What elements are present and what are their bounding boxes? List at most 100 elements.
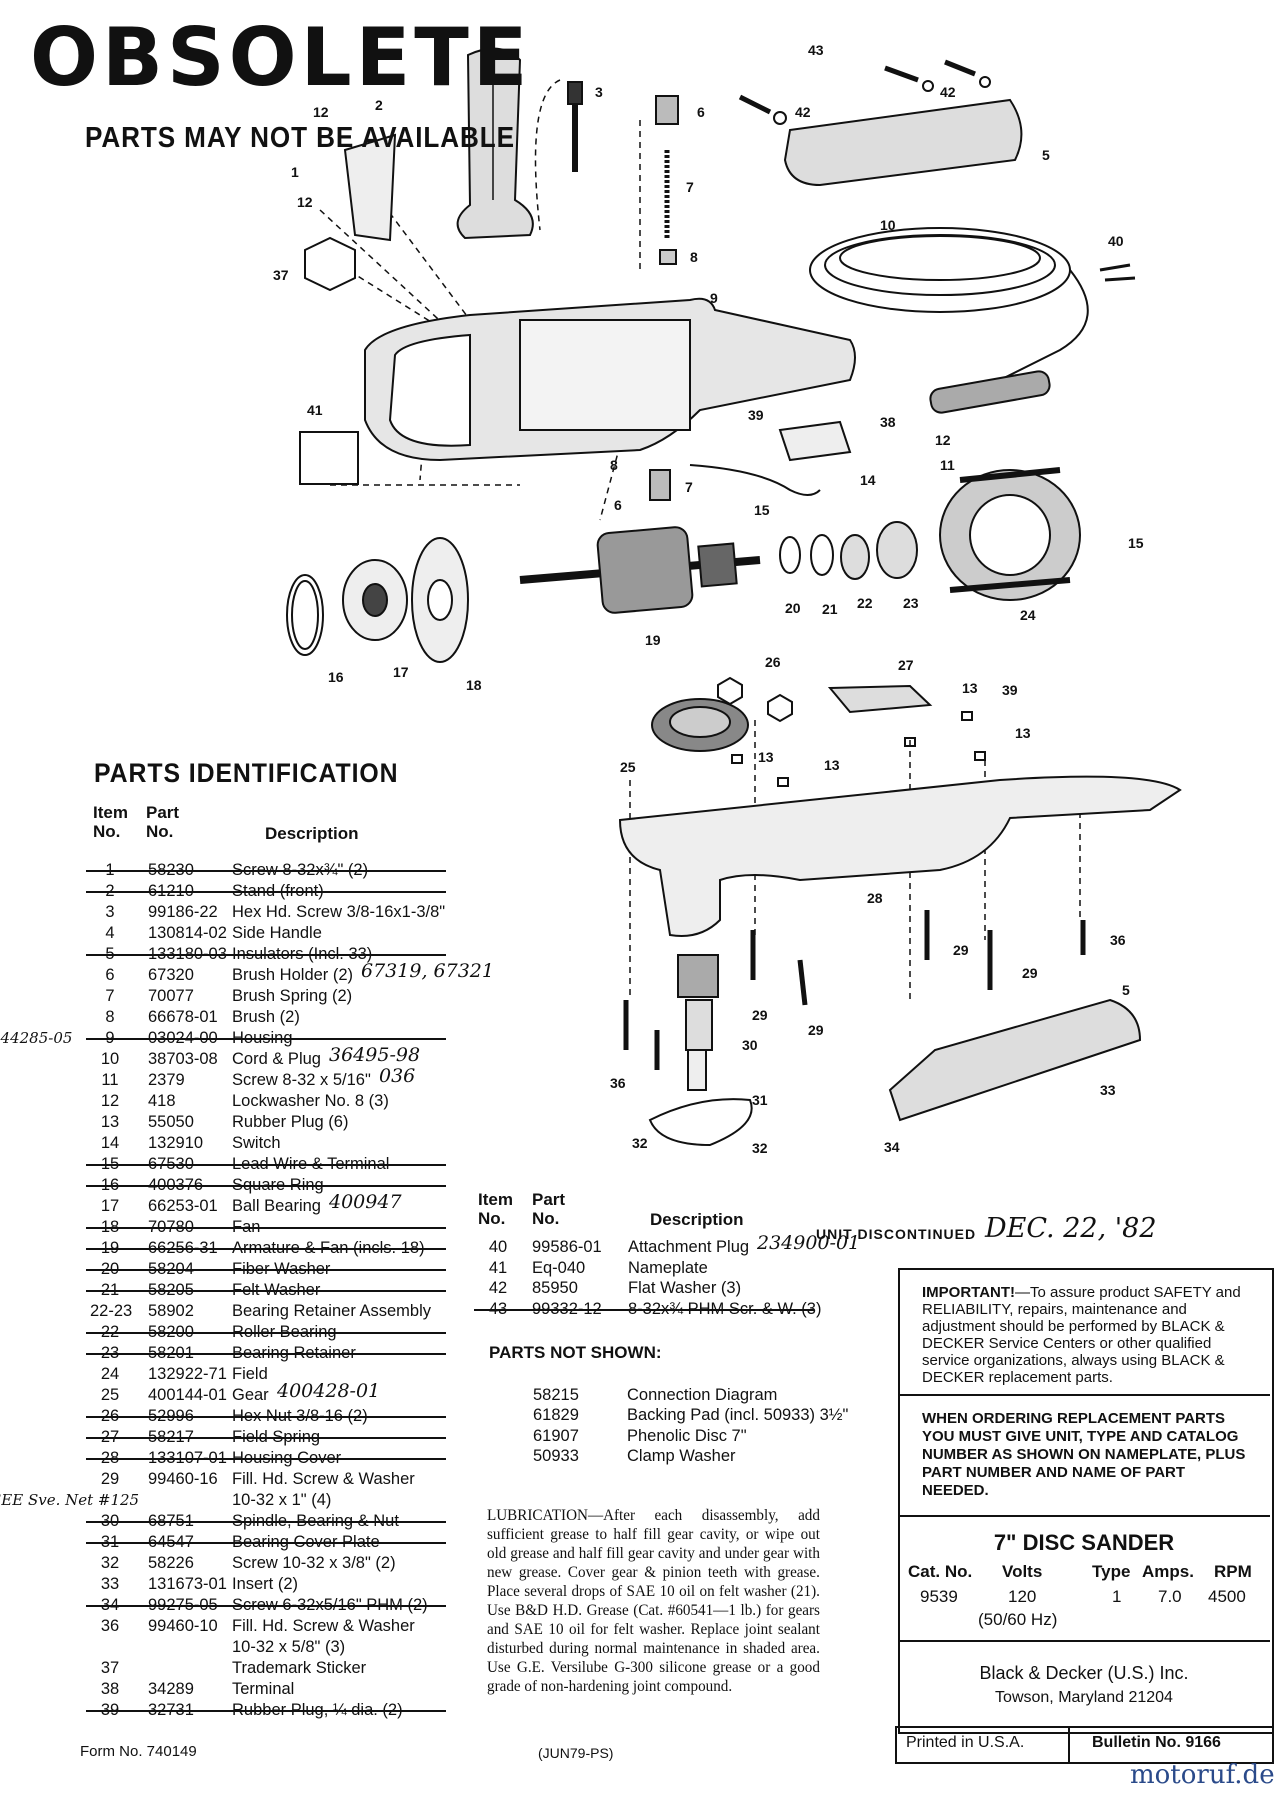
part-description: Insert (2) [232,1575,299,1593]
discontinued-date: DEC. 22, '82 [985,1213,1157,1244]
list-item: 58215 Connection Diagram [533,1385,893,1405]
part-number: 61210 [148,882,194,900]
svg-text:29: 29 [1022,965,1038,981]
callout: 12 [313,104,329,120]
col2-desc-header: Description [650,1210,744,1229]
svg-text:9: 9 [710,290,718,306]
type-value: 1 [1112,1587,1122,1606]
part-description: Screw 10-32 x 3/8" (2) [232,1554,396,1572]
part-number: 32731 [148,1701,194,1719]
part-number: 58230 [148,861,194,879]
part-description: Armature & Fan (incls. 18) [232,1239,425,1257]
part-description: Screw 8-32x¾" (2) [232,861,369,879]
part-description: Nameplate [628,1258,708,1277]
part-number: 52996 [148,1407,194,1425]
svg-text:20: 20 [785,600,801,616]
part-description: Lead Wire & Terminal [232,1155,390,1173]
part-description: Clamp Washer [627,1446,736,1465]
margin-note: SEE Sve. Net #125 [0,1491,140,1509]
company-address: Towson, Maryland 21204 [995,1689,1173,1706]
part-number: 58226 [148,1554,194,1572]
part-number: 67530 [148,1155,194,1173]
rpm-header: RPM [1214,1562,1252,1581]
part-description: 10-32 x 1" (4) [232,1491,332,1509]
gear-housing-drawing [618,775,1182,937]
table-row: 2 61210 Stand (front) [86,881,446,901]
item-number: 15 [100,1155,120,1173]
part-description: Attachment Plug [628,1238,750,1256]
part-description: Brush (2) [232,1008,300,1026]
svg-text:28: 28 [867,890,883,906]
svg-text:43: 43 [808,42,824,58]
svg-text:5: 5 [1122,982,1130,998]
svg-text:21: 21 [822,601,838,617]
col-desc-header: Description [265,824,359,843]
item-number: 3 [105,903,115,921]
svg-text:1: 1 [291,164,299,180]
svg-text:8: 8 [690,249,698,265]
svg-text:34: 34 [884,1139,900,1155]
part-description: Rubber Plug, ¼ dia. (2) [232,1701,403,1719]
part-description: Connection Diagram [627,1386,778,1404]
part-number: 58201 [148,1344,194,1362]
type-header: Type [1092,1562,1131,1581]
col2-item-header: Item No. [478,1190,513,1228]
part-number: 70077 [148,987,194,1005]
part-description: 10-32 x 5/8" (3) [232,1638,346,1656]
item-number: 33 [100,1575,120,1593]
nameplate-drawing [299,431,359,485]
part-description: Phenolic Disc 7" [627,1426,747,1445]
svg-text:13: 13 [1015,725,1031,741]
housing-drawing [364,297,856,462]
part-number: 418 [148,1092,176,1110]
svg-text:29: 29 [752,1007,768,1023]
svg-text:6: 6 [697,104,705,120]
part-number: 03024-00 [148,1029,218,1047]
part-description: Field Spring [232,1428,321,1446]
watermark: motoruf.de [1130,1760,1275,1790]
part-description: Switch [232,1134,281,1152]
form-number: Form No. 740149 [80,1743,197,1760]
svg-text:29: 29 [953,942,969,958]
handwritten-note: 67319, 67321 [361,960,494,982]
svg-text:6: 6 [614,497,622,513]
part-number: 50933 [533,1446,579,1465]
part-description: Fill. Hd. Screw & Washer [232,1470,415,1488]
part-number: 68751 [148,1512,194,1530]
part-description: Bearing Retainer [232,1344,356,1362]
list-item: 50933 Clamp Washer [533,1446,893,1466]
part-number: 61907 [533,1426,579,1445]
divider [898,1515,1270,1517]
item-number: 25 [100,1386,120,1404]
svg-text:32: 32 [752,1140,768,1156]
part-number: 58215 [533,1386,579,1404]
parts-identification-title: PARTS IDENTIFICATION [94,758,399,788]
item-number: 23 [100,1344,120,1362]
item-number: 9 [105,1029,115,1047]
info-panel [898,1268,1274,1734]
item-number: 39 [100,1701,120,1719]
important-notice: IMPORTANT!—To assure product SAFETY and … [922,1284,1252,1386]
svg-text:37: 37 [273,267,289,283]
item-number: 32 [100,1554,120,1572]
ball-bearing-drawing [342,559,408,641]
bearing-cover-plate-drawing [648,1098,753,1147]
field-drawing [939,467,1081,601]
part-description: Fill. Hd. Screw & Washer [232,1617,415,1635]
svg-text:33: 33 [1100,1082,1116,1098]
part-number: 132910 [148,1134,204,1152]
part-description: Stand (front) [232,882,324,900]
svg-text:17: 17 [393,664,409,680]
important-lead: IMPORTANT! [922,1284,1016,1301]
svg-text:26: 26 [765,654,781,670]
parts-not-shown-title: PARTS NOT SHOWN: [489,1343,662,1362]
item-number: 2 [105,882,115,900]
part-number: 55050 [148,1113,194,1131]
